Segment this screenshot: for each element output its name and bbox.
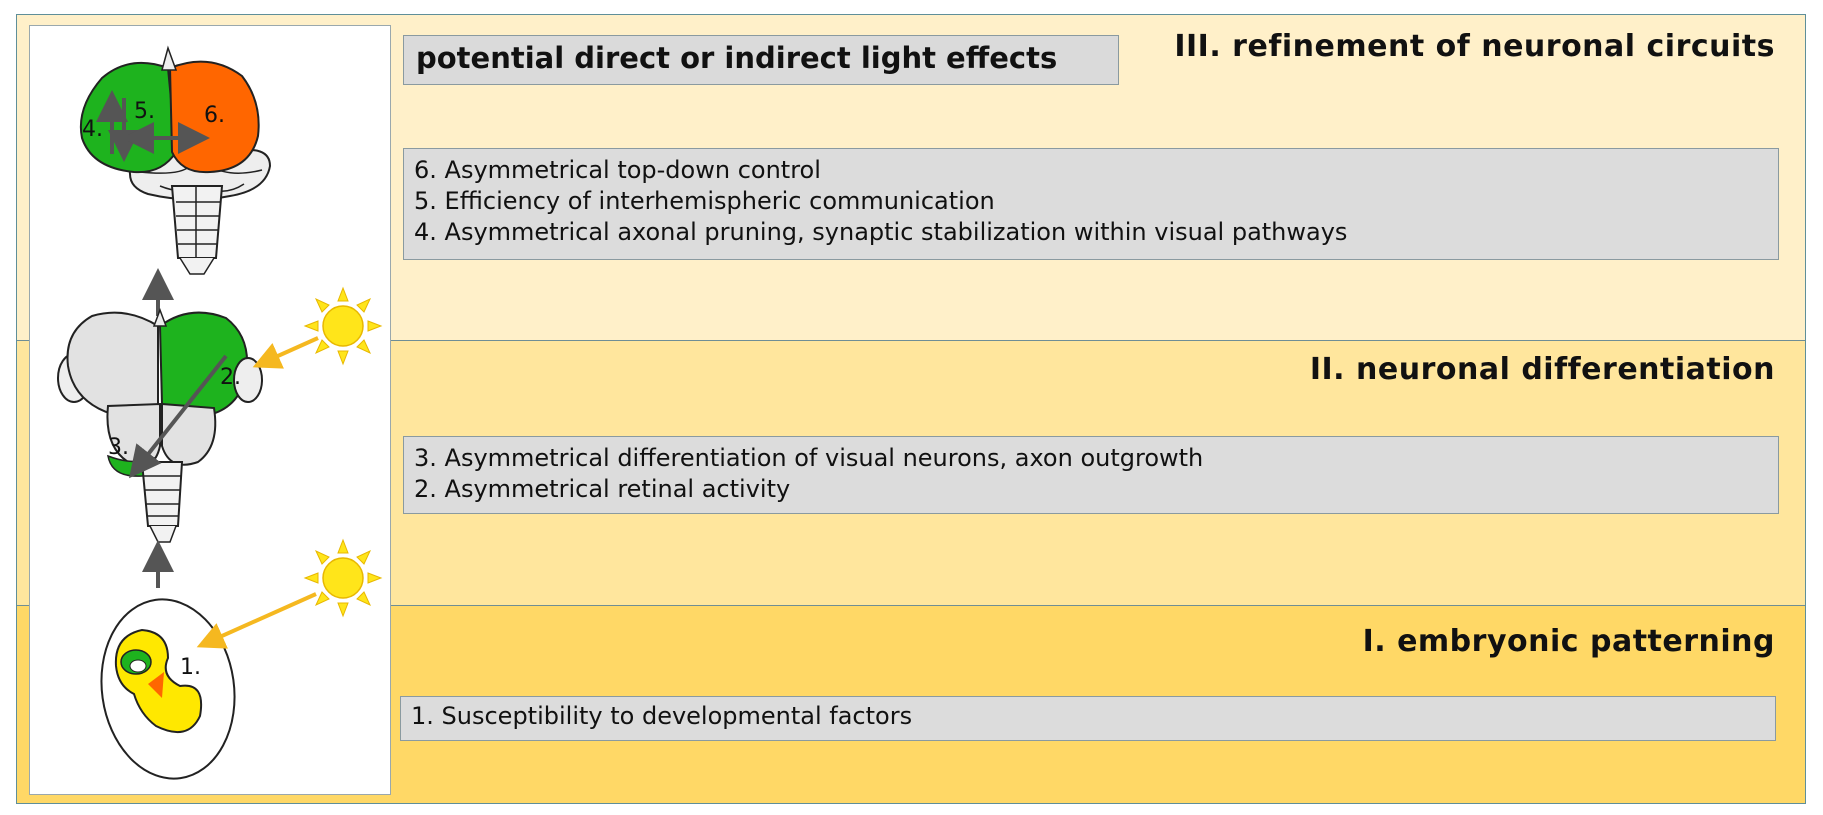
stage-ii-item-2: 2. Asymmetrical retinal activity — [414, 475, 791, 503]
light-arrow-to-embryo — [196, 592, 317, 649]
stage-i-item-1: 1. Susceptibility to developmental facto… — [411, 702, 913, 730]
stage-iii-item-5: 5. Efficiency of interhemispheric commun… — [414, 187, 995, 215]
diagram-frame: 4. 5. 6. — [16, 14, 1806, 804]
stage-iii-item-4: 4. Asymmetrical axonal pruning, synaptic… — [414, 218, 1348, 246]
brain-development-illustration: 4. 5. 6. — [57, 45, 383, 780]
light-effects-legend: potential direct or indirect light effec… — [403, 35, 1119, 85]
label-1: 1. — [180, 655, 201, 680]
sun-icon — [303, 286, 383, 366]
label-2: 2. — [220, 365, 241, 390]
label-6: 6. — [204, 103, 225, 128]
stage-ii-item-3: 3. Asymmetrical differentiation of visua… — [414, 444, 1204, 472]
stage-i-description-box: 1. Susceptibility to developmental facto… — [400, 696, 1776, 741]
stage-iii-description-box: 6. Asymmetrical top-down control 5. Effi… — [403, 148, 1779, 260]
illustration-panel: 4. 5. 6. — [29, 25, 391, 795]
stage-iii-item-6: 6. Asymmetrical top-down control — [414, 156, 821, 184]
label-5: 5. — [134, 99, 155, 124]
adult-brain-top — [79, 45, 272, 275]
larval-brain-middle — [57, 307, 263, 543]
label-3: 3. — [108, 435, 129, 460]
stage-ii-title: II. neuronal differentiation — [1309, 352, 1775, 387]
stage-iii-title: III. refinement of neuronal circuits — [1174, 29, 1775, 64]
stage-ii-description-box: 3. Asymmetrical differentiation of visua… — [403, 436, 1779, 514]
light-arrow-to-eye — [252, 336, 319, 369]
stage-i-title: I. embryonic patterning — [1362, 624, 1775, 659]
label-4: 4. — [82, 117, 103, 142]
embryo-egg — [100, 598, 236, 780]
sun-icon — [303, 538, 383, 618]
